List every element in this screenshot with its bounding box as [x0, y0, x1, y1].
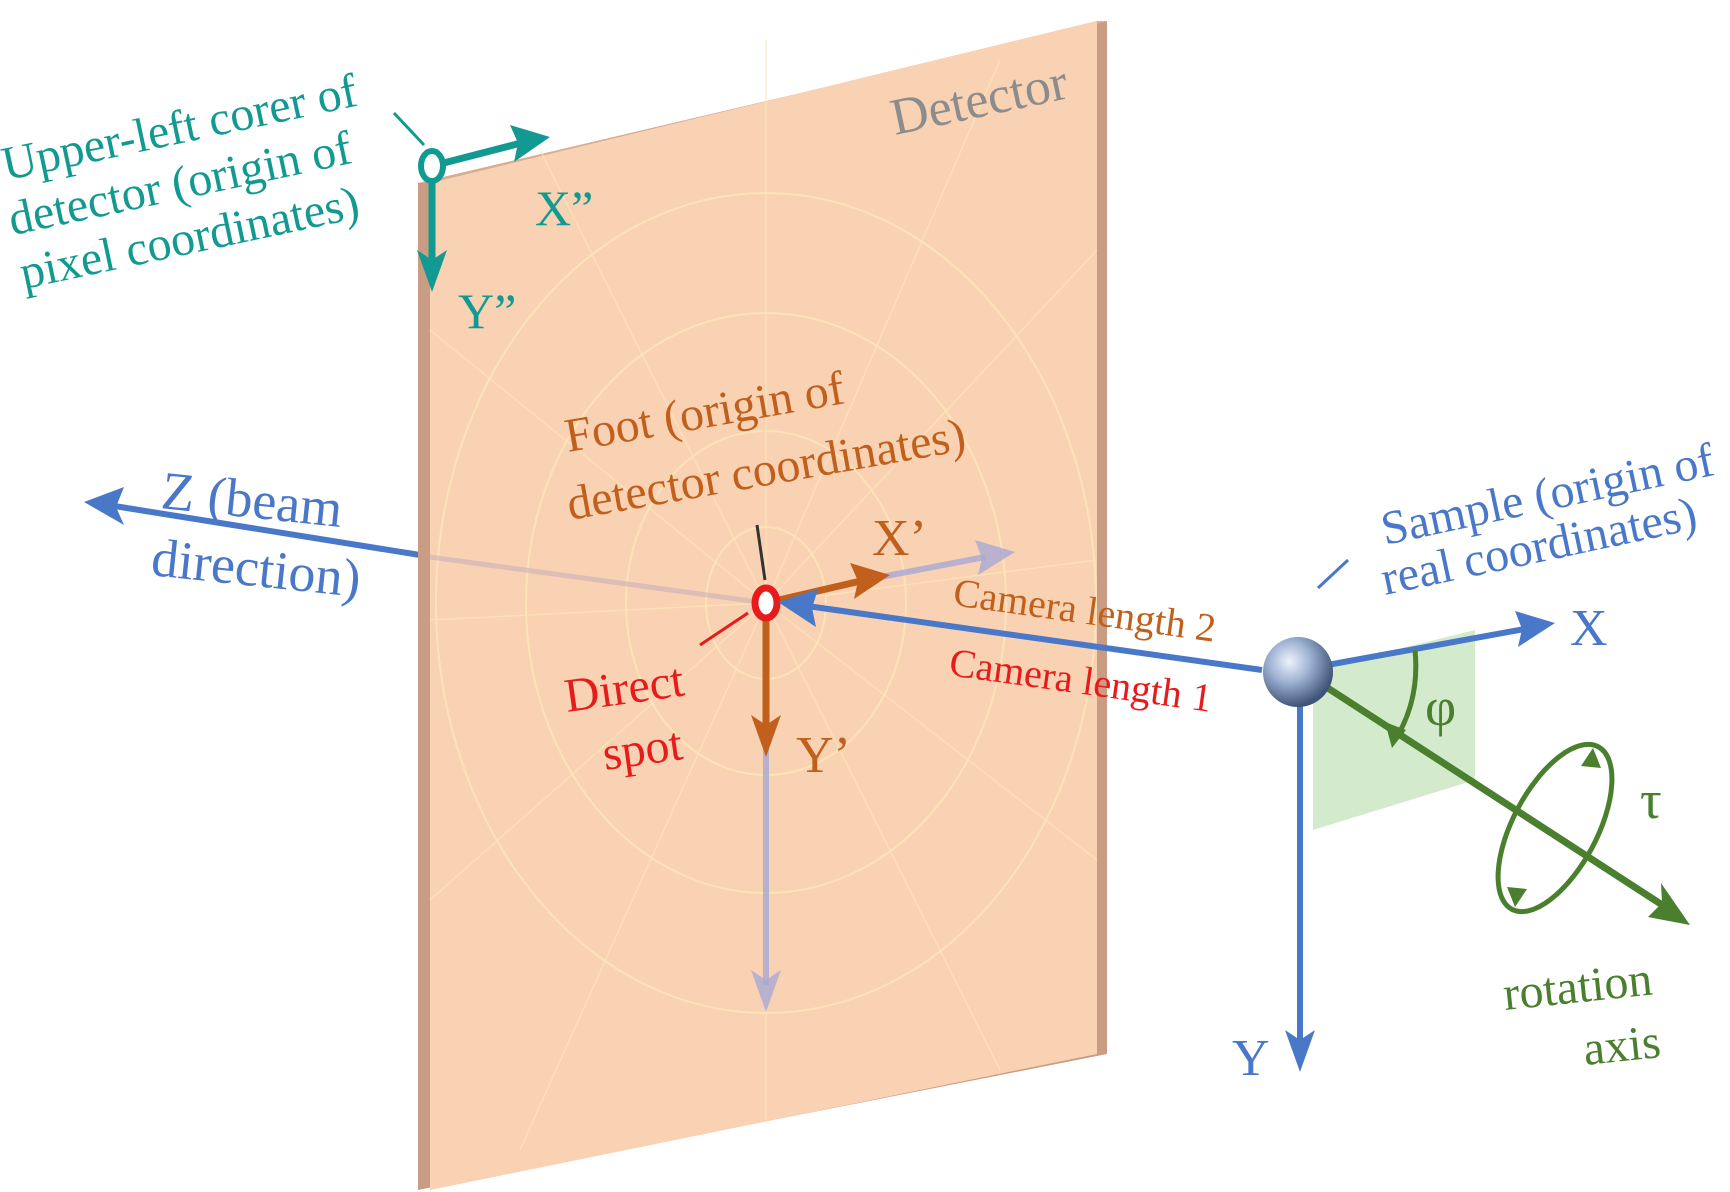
direct-spot-label-line2: spot: [599, 717, 686, 781]
detector-rays: [429, 40, 1098, 1151]
z-axis-label-line1: Z (beam: [159, 460, 346, 539]
sample-pointer-line: [1316, 558, 1350, 590]
real-coordinate-axes: [1285, 611, 1555, 1072]
beam-through-detector: [429, 554, 767, 606]
x-double-prime-label: X”: [535, 180, 593, 236]
y-double-prime-label: Y”: [458, 283, 516, 339]
direct-spot-marker: [699, 584, 781, 647]
sample-sphere: [1263, 637, 1333, 707]
z-axis-label: Z (beam direction): [149, 460, 364, 609]
y-prime-label: Y’: [796, 727, 851, 784]
phi-label: φ: [1425, 677, 1456, 737]
tau-rotation-ring: [1495, 741, 1615, 915]
y-axis-label: Y: [1232, 1030, 1270, 1087]
camera-length-arrow: [778, 589, 1263, 673]
upper-left-label: Upper-left corer of detector (origin of …: [0, 64, 364, 300]
x-axis-label: X: [1570, 600, 1608, 657]
z-axis-arrow: [84, 487, 421, 558]
rotation-axis-label-line1: rotation: [1501, 953, 1655, 1021]
detector-coordinate-axes: [751, 524, 1015, 1012]
phi-arc-arrowhead: [1385, 722, 1406, 748]
x-prime-label: X’: [872, 510, 927, 567]
rotation-axis-label: rotation axis: [1501, 953, 1663, 1076]
tau-label: τ: [1640, 770, 1662, 830]
rotation-axis-arrow: [1298, 667, 1690, 925]
rotation-axis-label-line2: axis: [1581, 1015, 1663, 1076]
pixel-origin-marker: [392, 111, 550, 292]
sample-label: Sample (origin of real coordinates): [1376, 434, 1718, 606]
